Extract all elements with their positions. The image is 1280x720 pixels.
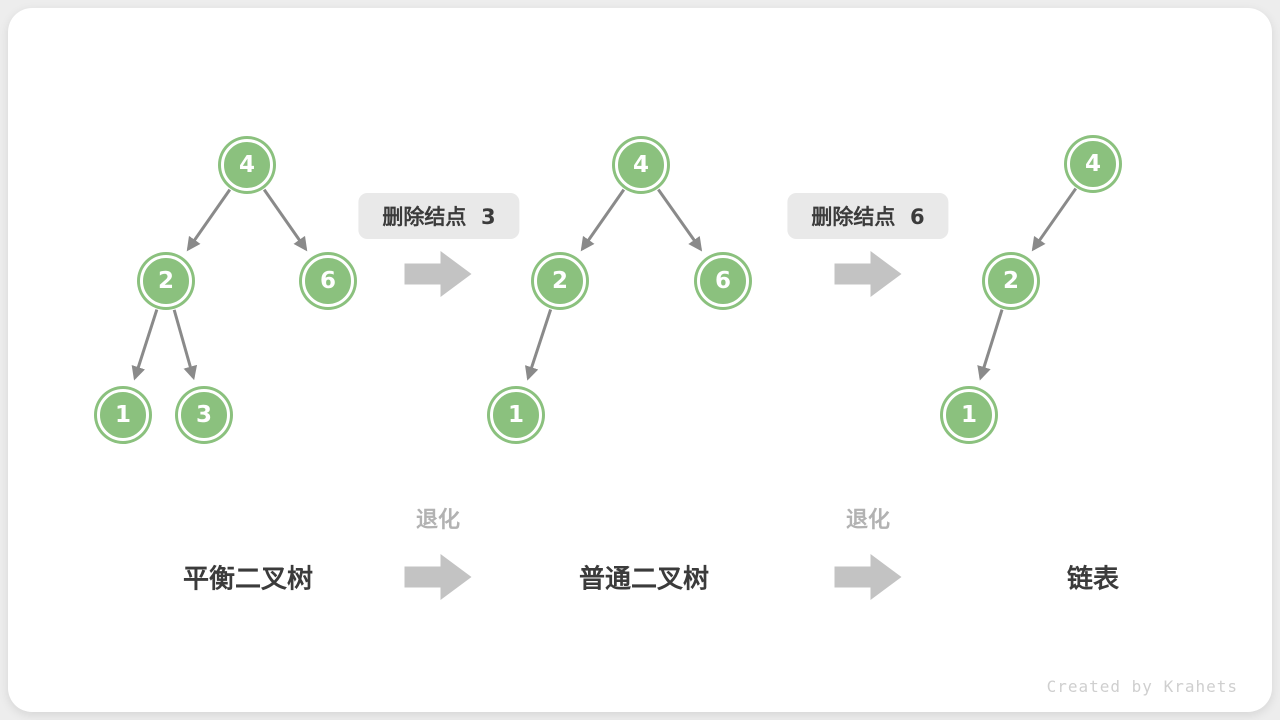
tree-edge (186, 188, 232, 252)
tree-node-2: 2 (534, 255, 586, 307)
tree-node-4: 4 (1067, 138, 1119, 190)
degrade-label: 退化 (845, 508, 891, 533)
operation-label-delete-node-6: 删除结点 6 (787, 193, 949, 239)
tree-node-1: 1 (490, 389, 542, 441)
card-background (8, 8, 1272, 712)
tree-node-6: 6 (302, 255, 354, 307)
tree-node-1: 1 (97, 389, 149, 441)
tree-edge (657, 188, 703, 252)
degrade-label: 退化 (415, 508, 461, 533)
tree-node-1: 1 (943, 389, 995, 441)
tree-node-6: 6 (697, 255, 749, 307)
tree-edge (525, 309, 553, 381)
tree-edge (580, 188, 626, 252)
arrow-right-icon (834, 251, 902, 297)
caption-linked-list: 链表 (1066, 564, 1120, 595)
tree-edges-group (131, 187, 1078, 381)
arrow-right-icon (834, 554, 902, 600)
tree-edge (131, 309, 159, 381)
tree-node-3: 3 (178, 389, 230, 441)
tree-node-2: 2 (985, 255, 1037, 307)
watermark-credit: Created by Krahets (1046, 677, 1238, 696)
tree-edge (977, 309, 1004, 381)
caption-ordinary-binary-tree: 普通二叉树 (578, 564, 710, 595)
arrow-right-icon (404, 554, 472, 600)
tree-node-4: 4 (615, 139, 667, 191)
operation-label-delete-node-3: 删除结点 3 (358, 193, 520, 239)
tree-node-2: 2 (140, 255, 192, 307)
arrow-right-icon (404, 251, 472, 297)
tree-edge (262, 188, 308, 252)
tree-edge (1031, 187, 1078, 252)
caption-balanced-binary-tree: 平衡二叉树 (182, 564, 314, 595)
tree-edge (172, 309, 198, 381)
tree-node-4: 4 (221, 139, 273, 191)
